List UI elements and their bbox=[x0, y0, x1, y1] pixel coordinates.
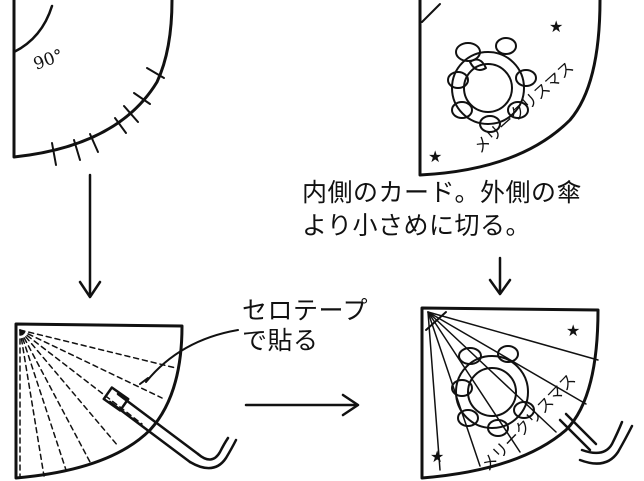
card-message: メリークリスマス bbox=[470, 58, 577, 157]
tape-line-2: で貼る bbox=[242, 326, 319, 355]
star-icon: ★ bbox=[430, 447, 444, 466]
arrow-down-right bbox=[488, 256, 512, 296]
leader-line bbox=[145, 329, 239, 383]
tape-caption: セロテープ で貼る bbox=[242, 296, 368, 356]
caption-line-2: より小さめに切る。 bbox=[302, 211, 532, 240]
angle-arc bbox=[12, 4, 54, 54]
arrow-down-left bbox=[78, 173, 102, 299]
star-icon: ★ bbox=[566, 321, 580, 340]
quarter-circle-step1: 90° bbox=[12, 0, 174, 166]
card-caption: 内側のカード。外側の傘 より小さめに切る。 bbox=[302, 176, 582, 242]
umbrella-step3 bbox=[14, 322, 239, 480]
caption-line-1: 内側のカード。外側の傘 bbox=[302, 178, 583, 207]
umbrella-step4: ★ ★ メリークリスマス bbox=[420, 306, 634, 480]
wreath bbox=[447, 37, 537, 133]
umbrella-handle bbox=[558, 412, 634, 465]
tape-piece bbox=[102, 386, 130, 412]
card-step2: ★ ★ メリークリスマス bbox=[418, 0, 602, 177]
star-icon: ★ bbox=[428, 147, 442, 166]
angle-label: 90° bbox=[31, 46, 66, 75]
wreath-small bbox=[451, 345, 535, 437]
tape-line-1: セロテープ bbox=[242, 296, 369, 325]
umbrella-handle bbox=[102, 386, 238, 470]
arrow-right bbox=[244, 393, 360, 417]
star-icon: ★ bbox=[549, 17, 563, 36]
